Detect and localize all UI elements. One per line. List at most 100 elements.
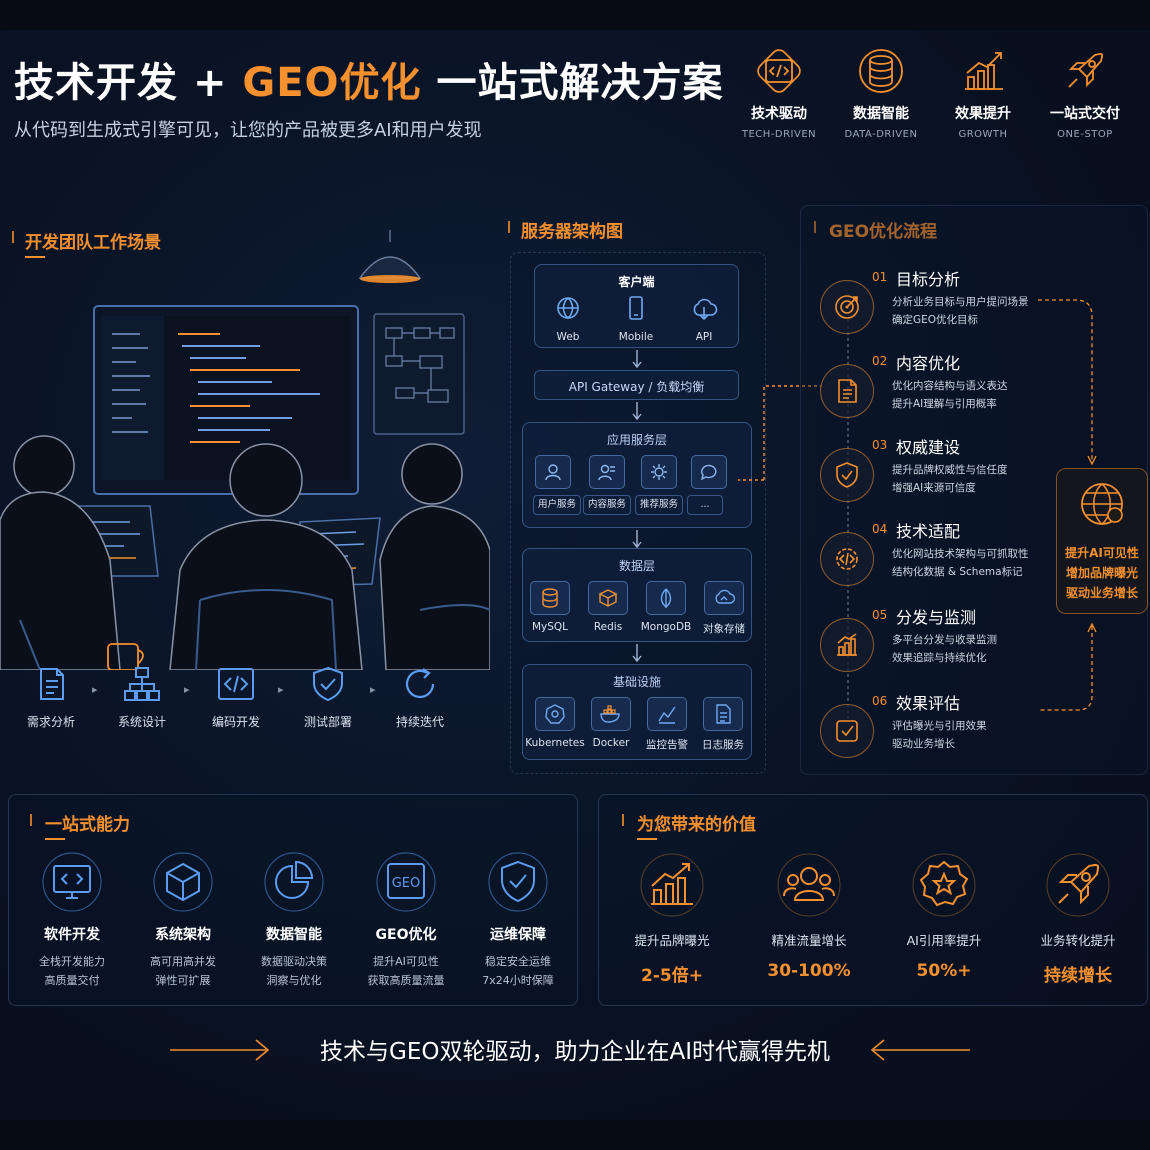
feature-list: 技术驱动 TECH-DRIVEN 数据智能 DATA-DRIVEN 效果提升 G… (728, 45, 1138, 175)
kubernetes-icon (535, 697, 575, 731)
capability-label: 系统架构 (155, 927, 211, 943)
node-label: 日志服务 (702, 739, 744, 751)
geo-step-title: 内容优化 (896, 354, 961, 373)
capability-desc: 全栈开发能力 (39, 955, 105, 968)
service-label: 推荐服务 (635, 495, 683, 515)
capability-software: 软件开发 全栈开发能力高质量交付 (16, 852, 128, 990)
capability-desc: 7x24小时保障 (482, 974, 554, 987)
data-mysql: MySQL (521, 581, 579, 633)
data-object-storage: 对象存储 (695, 581, 753, 636)
feature-label: 数据智能 (853, 106, 909, 122)
checkbox-icon (820, 704, 874, 758)
target-icon (820, 280, 874, 334)
client-mobile: Mobile (603, 295, 669, 343)
value-number: 50%+ (916, 961, 972, 981)
flow-arrow-icon (632, 350, 642, 369)
node-label: Docker (592, 737, 630, 749)
section-underline (45, 838, 65, 840)
step-test-deploy: 测试部署 (288, 665, 368, 730)
globe-icon (557, 297, 579, 320)
growth-chart-icon (965, 52, 1003, 90)
feature-onestop: 一站式交付 ONE-STOP (1034, 45, 1136, 175)
feature-label: 效果提升 (955, 106, 1011, 122)
geo-step-6: 06 效果评估 评估曝光与引用效果 驱动业务增长 (820, 694, 1040, 774)
cloud-api-icon (693, 298, 718, 321)
geo-step-number: 03 (872, 438, 888, 452)
capability-geo: GEO GEO优化 提升AI可见性获取高质量流量 (350, 852, 462, 990)
geo-step-desc: 优化内容结构与语义表达 (892, 380, 1008, 392)
geo-step-number: 05 (872, 608, 888, 622)
geo-step-3: 03 权威建设 提升品牌权威性与信任度 增强AI来源可信度 (820, 438, 1040, 518)
geo-step-number: 04 (872, 522, 888, 536)
value-brand-exposure: 提升品牌曝光 2-5倍+ (607, 852, 737, 986)
rocket-icon (1046, 853, 1110, 917)
geo-step-title: 目标分析 (896, 270, 961, 289)
bar-chart-icon (820, 618, 874, 672)
geo-step-number: 06 (872, 694, 888, 708)
more-service-icon (691, 455, 727, 489)
geo-step-desc: 多平台分发与收录监测 (892, 634, 997, 646)
capability-section-title: 一站式能力 (45, 815, 130, 835)
capability-desc: 洞察与优化 (266, 974, 322, 987)
step-label: 测试部署 (303, 715, 352, 729)
geo-step-4: 04 技术适配 优化网站技术架构与可抓取性 结构化数据 & Schema标记 (820, 522, 1040, 602)
infra-layer-title: 基础设施 (612, 675, 661, 689)
node-label: MySQL (531, 621, 569, 633)
geo-icon: GEO (376, 852, 436, 912)
geo-step-title: 权威建设 (896, 438, 961, 457)
service-label: 用户服务 (533, 495, 581, 515)
geo-step-desc: 增强AI来源可信度 (892, 482, 976, 494)
step-coding: 编码开发 (196, 665, 276, 730)
capability-label: 软件开发 (44, 927, 100, 943)
node-label: 对象存储 (703, 623, 745, 635)
geo-step-title: 分发与监测 (896, 608, 977, 627)
capability-desc: 提升AI可见性 (373, 955, 439, 968)
star-badge-icon (912, 853, 976, 917)
footer-arrow-left-icon (170, 1039, 270, 1061)
globe-network-icon (1081, 483, 1123, 525)
step-iterate: 持续迭代 (380, 665, 460, 730)
app-layer-title: 应用服务层 (606, 433, 667, 447)
value-traffic-growth: 精准流量增长 30-100% (744, 852, 874, 981)
code-icon (218, 668, 254, 700)
phone-icon (629, 296, 643, 320)
page-title: 技术开发 + GEO优化 一站式解决方案 (14, 50, 724, 108)
geo-step-number: 01 (872, 270, 888, 284)
step-label: 持续迭代 (395, 715, 444, 729)
step-requirement: 需求分析 (11, 665, 91, 730)
geo-step-5: 05 分发与监测 多平台分发与收录监测 效果追踪与持续优化 (820, 608, 1040, 688)
data-layer-title: 数据层 (618, 559, 655, 573)
growth-chart-icon (640, 853, 704, 917)
value-number: 30-100% (767, 961, 851, 981)
api-gateway: API Gateway / 负载均衡 (534, 370, 739, 400)
rocket-icon (1068, 53, 1103, 88)
geo-step-title: 效果评估 (896, 694, 961, 713)
title-solution: 一站式解决方案 (436, 60, 724, 106)
capability-desc: 高质量交付 (44, 974, 100, 987)
capability-label: GEO优化 (375, 927, 437, 943)
document-icon (820, 364, 874, 418)
section-underline (637, 838, 657, 840)
hierarchy-icon (124, 667, 160, 701)
node-label: Redis (593, 621, 623, 633)
capability-architecture: 系统架构 高可用高并发弹性可扩展 (127, 852, 239, 990)
geo-outcome-line: 提升AI可见性 (1065, 546, 1139, 560)
geo-step-desc: 提升品牌权威性与信任度 (892, 464, 1008, 476)
capability-label: 运维保障 (490, 927, 546, 943)
step-arrow: ▸ (278, 683, 284, 696)
geo-section-title: GEO优化流程 (829, 222, 938, 242)
node-label: Kubernetes (525, 737, 585, 749)
feature-tech: 技术驱动 TECH-DRIVEN (728, 45, 830, 175)
capability-desc: 获取高质量流量 (367, 974, 445, 987)
dev-process-steps: 需求分析 ▸ 系统设计 ▸ 编码开发 ▸ 测试部署 ▸ 持续迭代 (14, 665, 484, 765)
service-label: ... (687, 495, 723, 515)
monitor-alert-icon (647, 697, 687, 731)
section-tick (622, 814, 624, 826)
title-geo: GEO优化 (242, 60, 422, 106)
node-label: Web (556, 331, 580, 343)
feature-data: 数据智能 DATA-DRIVEN (830, 45, 932, 175)
database-icon (859, 49, 903, 93)
geo-step-desc: 分析业务目标与用户提问场景 (892, 296, 1029, 308)
geo-step-2: 02 内容优化 优化内容结构与语义表达 提升AI理解与引用概率 (820, 354, 1040, 434)
